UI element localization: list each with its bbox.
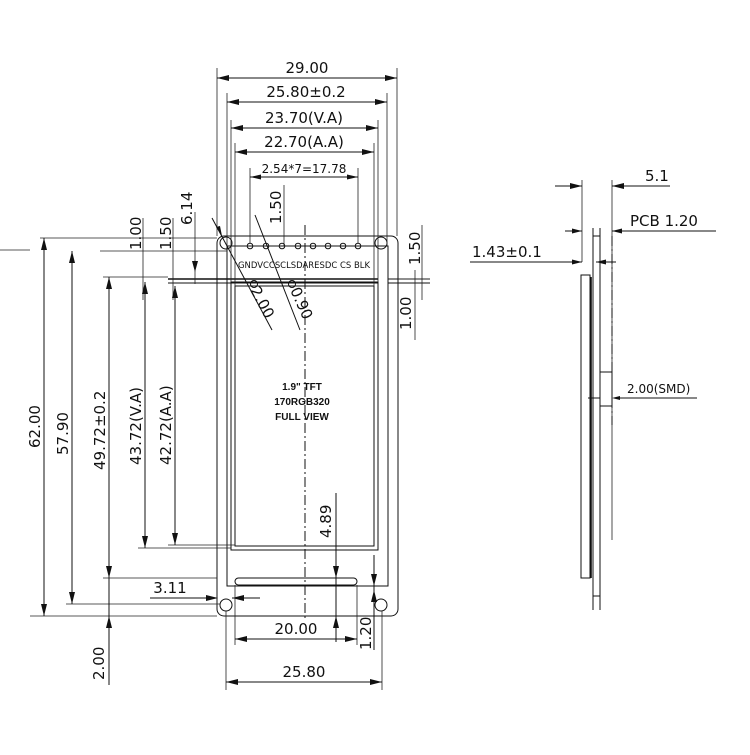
dim-top-offset: 6.14	[178, 192, 198, 284]
mount-hole-tl	[219, 236, 233, 250]
svg-text:0.90: 0.90	[286, 284, 316, 322]
fpc-slot	[234, 577, 358, 586]
height-dimensions: 62.00 57.90 49.72±0.2 43.72(V.A) 42.72(A…	[26, 238, 235, 630]
dim-aa-height: 42.72(A.A)	[157, 385, 175, 465]
dim-lcd-thickness: 1.43±0.1	[472, 243, 542, 261]
dim-pin-row-offset: 1.50	[267, 185, 285, 246]
dim-bottom-offset: 4.89	[317, 493, 339, 642]
smd-component	[599, 371, 613, 407]
dim-pcb-width: 25.80±0.2	[266, 83, 345, 101]
dim-aa-width: 22.70(A.A)	[264, 133, 344, 151]
svg-text:4.89: 4.89	[317, 505, 335, 538]
svg-text:170RGB320: 170RGB320	[274, 397, 330, 408]
svg-text:1.20: 1.20	[357, 617, 375, 650]
pin-hole	[339, 242, 347, 250]
svg-text:3.11: 3.11	[153, 579, 186, 597]
mount-hole-br	[374, 598, 388, 612]
dim-overall-height: 62.00	[26, 405, 44, 448]
display-label: 1.9" TFT 170RGB320 FULL VIEW	[274, 382, 330, 423]
svg-text:1.50: 1.50	[267, 191, 285, 224]
svg-text:1.9" TFT: 1.9" TFT	[282, 382, 322, 393]
dim-module-height: 49.72±0.2	[91, 391, 109, 470]
pin-hole	[246, 242, 254, 250]
pin-labels: GNDVCCSCLSDARESDC CS BLK	[238, 261, 370, 271]
pin-hole	[354, 242, 362, 250]
svg-text:6.14: 6.14	[178, 192, 196, 225]
svg-text:25.80: 25.80	[283, 663, 326, 681]
module-outline	[226, 245, 389, 587]
svg-text:20.00: 20.00	[275, 620, 318, 638]
pin-header: GNDVCCSCLSDARESDC CS BLK	[238, 242, 370, 288]
dim-total-thickness: 5.1	[645, 167, 669, 185]
mount-hole-bl	[219, 598, 233, 612]
svg-text:1.00: 1.00	[397, 297, 415, 330]
dim-right-small: 1.50 1.00	[397, 225, 430, 340]
dim-pcb-thickness: PCB 1.20	[630, 212, 698, 230]
pin-hole	[309, 242, 317, 250]
width-dimensions: 29.00 25.80±0.2 23.70(V.A) 22.70(A.A) 2.…	[216, 59, 398, 286]
dim-pin-pitch: 2.54*7=17.78	[262, 162, 347, 176]
dim-overall-width: 29.00	[286, 59, 329, 77]
pin-hole	[324, 242, 332, 250]
svg-text:FULL VIEW: FULL VIEW	[275, 412, 329, 423]
svg-text:1.50: 1.50	[157, 217, 175, 250]
dim-va-width: 23.70(V.A)	[265, 109, 343, 127]
svg-text:2.00: 2.00	[90, 647, 108, 680]
dim-bottom-width: 25.80	[225, 611, 383, 690]
pin-hole	[294, 242, 302, 250]
dim-bottom-height: 2.00	[90, 616, 112, 685]
svg-text:1.00: 1.00	[127, 217, 145, 250]
dim-hole-offset: 3.11	[150, 579, 260, 601]
side-view: 5.1 PCB 1.20 1.43±0.1 2.00(SMD)	[470, 167, 716, 610]
mount-hole-tr	[374, 236, 388, 250]
svg-text:2.00: 2.00	[246, 283, 278, 321]
dim-va-height: 43.72(V.A)	[127, 387, 145, 465]
dim-hole-diameter: 2.00	[211, 217, 278, 331]
dim-fpc-gap: 1.20	[356, 555, 377, 650]
dim-smd-height: 2.00(SMD)	[627, 382, 690, 396]
pcb-outline	[216, 235, 399, 617]
svg-text:1.50: 1.50	[406, 232, 424, 265]
dim-top-left-small: 1.00 1.50	[127, 217, 175, 300]
dim-fpc-width: 20.00	[234, 585, 357, 645]
dim-hole-spacing: 57.90	[54, 412, 72, 455]
